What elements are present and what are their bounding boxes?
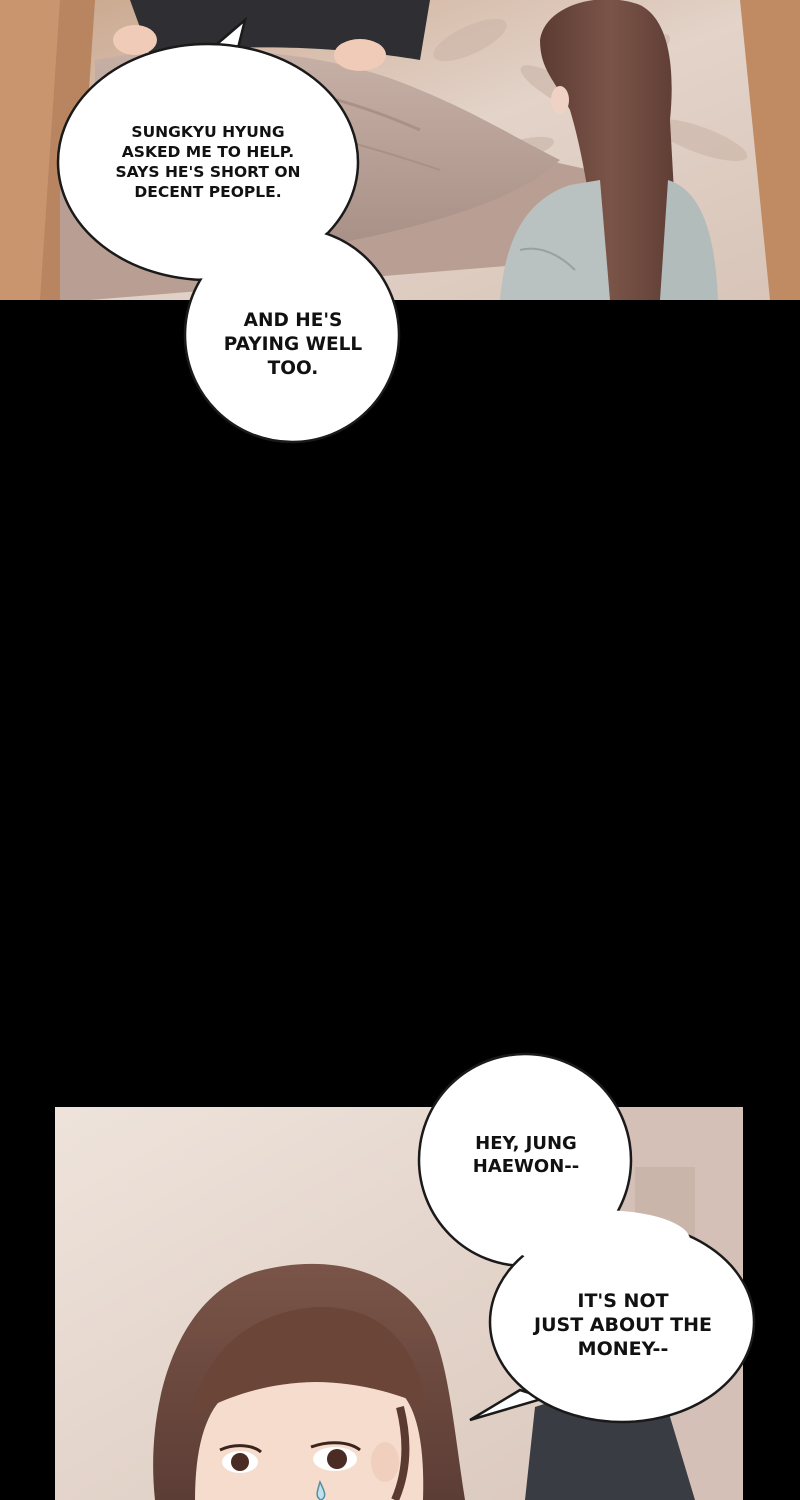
woman-eyes [219,1441,361,1473]
bubble-4-line-2: JUST ABOUT THE [534,1313,712,1336]
bubble-3-line-1: HEY, JUNG [475,1132,577,1154]
man-hand-right [334,39,386,71]
woman-cardigan-right [660,180,718,300]
bubble-4-line-3: MONEY-- [577,1338,669,1361]
bubble-1-line-3: SAYS HE'S SHORT ON [115,163,301,181]
bubble-1-line-1: SUNGKYU HYUNG [131,123,285,142]
bubble-2-line-3: TOO. [267,357,319,379]
woman-ear [551,86,569,114]
wooden-frame-right [740,0,800,300]
bubble-1-line-4: DECENT PEOPLE. [134,182,282,201]
man-hand-left [113,25,157,55]
woman-ear-bottom [371,1442,399,1482]
woman-face [195,1382,424,1500]
speech-bubble-3: HEY, JUNG HAEWON-- [428,1120,624,1190]
speech-bubble-2: AND HE'S PAYING WELL TOO. [198,300,388,390]
speech-bubble-1: SUNGKYU HYUNG ASKED ME TO HELP. SAYS HE'… [88,108,328,218]
speech-bubble-4: IT'S NOT JUST ABOUT THE MONEY-- [498,1270,748,1380]
woman-cardigan-left [500,180,610,300]
woman-bangs [190,1306,427,1417]
bubble-4-line-1: IT'S NOT [577,1289,669,1312]
woman-hair-top [540,0,680,300]
bubble-1-line-2: ASKED ME TO HELP. [121,143,295,162]
bubble-3-line-2: HAEWON-- [472,1156,580,1177]
bubble-2-line-1: AND HE'S [243,310,343,332]
bubble-2-line-2: PAYING WELL [223,334,363,356]
sweat-drop [316,1479,326,1500]
